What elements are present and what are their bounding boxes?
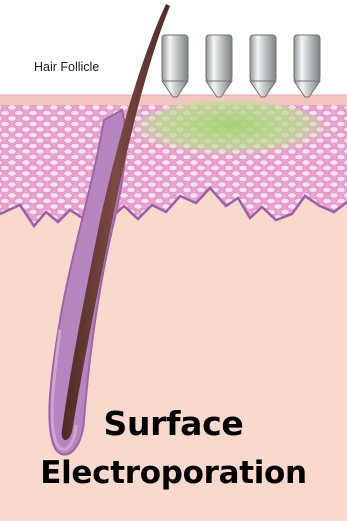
microneedle-electrode-icon [250, 35, 276, 97]
microneedle-electrode-icon [206, 35, 232, 97]
microneedle-electrode-icon [162, 35, 188, 97]
title-line-2: Electroporation [0, 455, 347, 491]
electrode-array [162, 35, 320, 97]
microneedle-electrode-icon [294, 35, 320, 97]
treated-zone [135, 100, 325, 156]
hair-follicle-label: Hair Follicle [34, 60, 99, 74]
title-line-1: Surface [0, 404, 347, 443]
